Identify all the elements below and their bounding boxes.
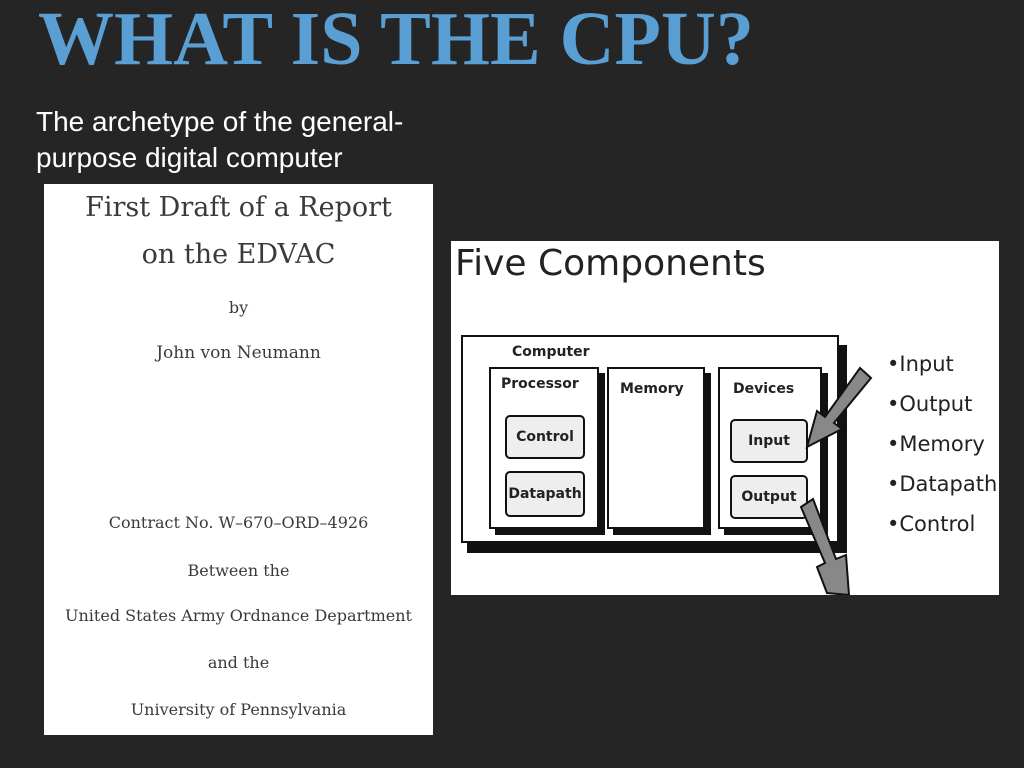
input-arrow bbox=[805, 366, 873, 449]
processor-label: Processor bbox=[501, 376, 579, 392]
components-list: •Input •Output •Memory •Datapath •Contro… bbox=[887, 349, 997, 549]
output-arrow bbox=[799, 497, 851, 595]
computer-label: Computer bbox=[512, 344, 590, 360]
bullet-item: •Output bbox=[887, 392, 973, 416]
report-and: and the bbox=[207, 653, 270, 672]
five-components-diagram: Five Components Computer Processor Contr… bbox=[451, 241, 999, 595]
report-title-line1: First Draft of a Report bbox=[85, 192, 392, 223]
io-arrows bbox=[799, 366, 873, 595]
bullet-item: •Control bbox=[887, 512, 976, 536]
edvac-report-image: First Draft of a Report on the EDVAC by … bbox=[44, 184, 433, 735]
report-contract: Contract No. W–670–ORD–4926 bbox=[108, 513, 369, 532]
diagram-title: Five Components bbox=[455, 243, 766, 284]
report-by: by bbox=[228, 298, 249, 317]
bullet-item: •Datapath bbox=[887, 472, 998, 496]
report-org2: University of Pennsylvania bbox=[130, 700, 347, 719]
output-box: Output bbox=[730, 475, 808, 519]
report-title-line2: on the EDVAC bbox=[141, 239, 336, 270]
bullet-item: •Memory bbox=[887, 432, 985, 456]
devices-label: Devices bbox=[733, 381, 795, 397]
report-org1: United States Army Ordnance Department bbox=[65, 606, 412, 625]
memory-label: Memory bbox=[620, 381, 684, 397]
memory-box bbox=[607, 367, 705, 529]
control-box: Control bbox=[505, 415, 585, 459]
bullet-item: •Input bbox=[887, 352, 954, 376]
slide-title: WHAT IS THE CPU? bbox=[38, 0, 754, 81]
report-between: Between the bbox=[187, 561, 290, 580]
datapath-box: Datapath bbox=[505, 471, 585, 517]
report-author: John von Neumann bbox=[156, 343, 321, 363]
input-box: Input bbox=[730, 419, 808, 463]
slide-subtitle: The archetype of the general-purpose dig… bbox=[36, 106, 404, 173]
